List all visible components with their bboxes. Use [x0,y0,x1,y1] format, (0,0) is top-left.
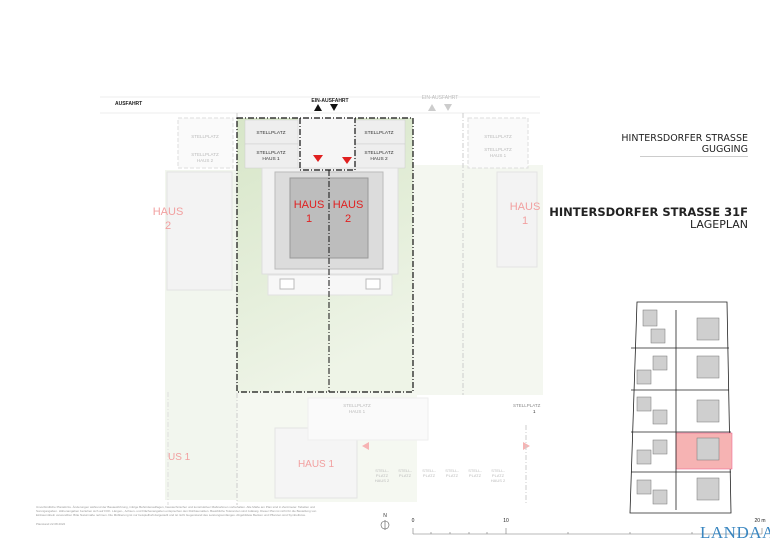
stellplatz-haus2-label: STELLPLATZ [364,150,393,156]
parking-space-haus-1 [244,143,299,169]
parking-space [244,119,299,145]
stellplatz-small-label: PLATZ [399,473,412,478]
plot-boundary [236,117,414,393]
stellplatz-haus2-label: HAUS 2 [370,156,388,162]
neighbour-stellplatz-label: STELLPLATZ [484,147,512,152]
stellplatz-small-label: STELL- [468,468,482,473]
neighbour-stellplatz-label: HAUS 1 [490,153,507,158]
haus-1-label: HAUS [294,199,325,211]
bottom-parking-labels: STELL- PLATZ HAUS 2 STELL- PLATZ STELL- … [375,468,506,483]
stellplatz-small-label: HAUS 2 [491,478,506,483]
north-label: N [383,513,387,519]
neighbour-stellplatz-label: HAUS 1 [349,409,366,414]
neighbour-house-label: HAUS 1 [298,459,335,470]
terrace-table-icon [279,278,295,290]
disclaimer-text: Unverbindliche Planskizze. Änderungen wä… [36,505,317,517]
neighbour-stellplatz-label: STELLPLATZ [513,403,541,408]
neighbour-stellplatz-label: STELLPLATZ [191,134,219,139]
driveway-boundary [299,118,356,171]
scale-label-20: 20 m [754,518,765,524]
stellplatz-small-label: PLATZ [376,473,389,478]
haus-2-label: 2 [345,213,351,225]
neighbour-house-label: HAUS [153,206,184,218]
neighbour-house-label: US 1 [168,452,191,463]
exit-arrow-icon [330,104,338,111]
key-plan-map [629,301,733,514]
terrace [267,274,393,296]
plan-type-subtitle: LAGEPLAN [690,218,748,231]
neighbour-parking-right [467,117,529,169]
stellplatz-haus1-label: HAUS 1 [262,156,280,162]
neighbour-house-right [496,171,538,268]
stellplatz-small-label: STELL- [398,468,412,473]
entrance-marker-haus-1-icon [313,155,323,162]
neighbour-stellplatz-label: HAUS 2 [197,158,214,163]
ausfahrt-label: AUSFAHRT [115,101,142,107]
neighbour-stellplatz-label: 1 [533,409,536,414]
stellplatz-small-label: PLATZ [469,473,482,478]
neighbour-house-label: 2 [165,220,171,232]
stellplatz-label: STELLPLATZ [364,130,393,136]
scale-label-0: 0 [412,518,415,524]
neighbour-house-label: 1 [522,215,528,227]
town-name: GUGGING [701,144,748,155]
stellplatz-small-label: STELL- [422,468,436,473]
header-divider [640,156,748,157]
stellplatz-small-label: STELL- [445,468,459,473]
stellplatz-small-label: STELL- [375,468,389,473]
neighbour-stellplatz-label: STELLPLATZ [191,152,219,157]
neighbour-house-label: HAUS [510,201,541,213]
stellplatz-small-label: PLATZ [446,473,459,478]
haus-1-label: 1 [306,213,312,225]
neighbour-exit-arrow-icon [444,104,452,111]
neighbour-house-left [166,171,233,291]
parking-space-haus-2 [354,143,406,169]
plan-date: Planstand 22.08.2022 [36,522,66,526]
stellplatz-haus1-label: STELLPLATZ [256,150,285,156]
neighbour-stellplatz-label: STELLPLATZ [343,403,371,408]
stellplatz-small-label: PLATZ [492,473,505,478]
entrance-marker-haus-2-icon [342,157,352,164]
scale-bar [412,528,763,535]
ein-ausfahrt-label: EIN-AUSFAHRT [311,98,348,104]
entry-arrow-icon [314,104,322,111]
stellplatz-small-label: HAUS 2 [375,478,390,483]
terrace-table-icon [365,278,381,290]
neighbour-arrow-icon [362,442,369,450]
haus-2-label: HAUS [333,199,364,211]
stellplatz-label: STELLPLATZ [256,130,285,136]
project-title: HINTERSDORFER STRASSE 31F [549,205,748,219]
neighbour-parking-bottom [307,397,429,441]
scale-label-10: 10 [503,518,509,524]
stellplatz-small-label: STELL- [491,468,505,473]
neighbour-stellplatz-label: STELLPLATZ [484,134,512,139]
landaa-logo: LANDAA [700,523,770,542]
street-name: HINTERSDORFER STRASSE [621,133,748,144]
neighbour-ein-ausfahrt-label: EIN-AUSFAHRT [422,95,459,101]
neighbour-entry-arrow-icon [428,104,436,111]
stellplatz-small-label: PLATZ [423,473,436,478]
neighbour-parking-left [177,117,234,169]
